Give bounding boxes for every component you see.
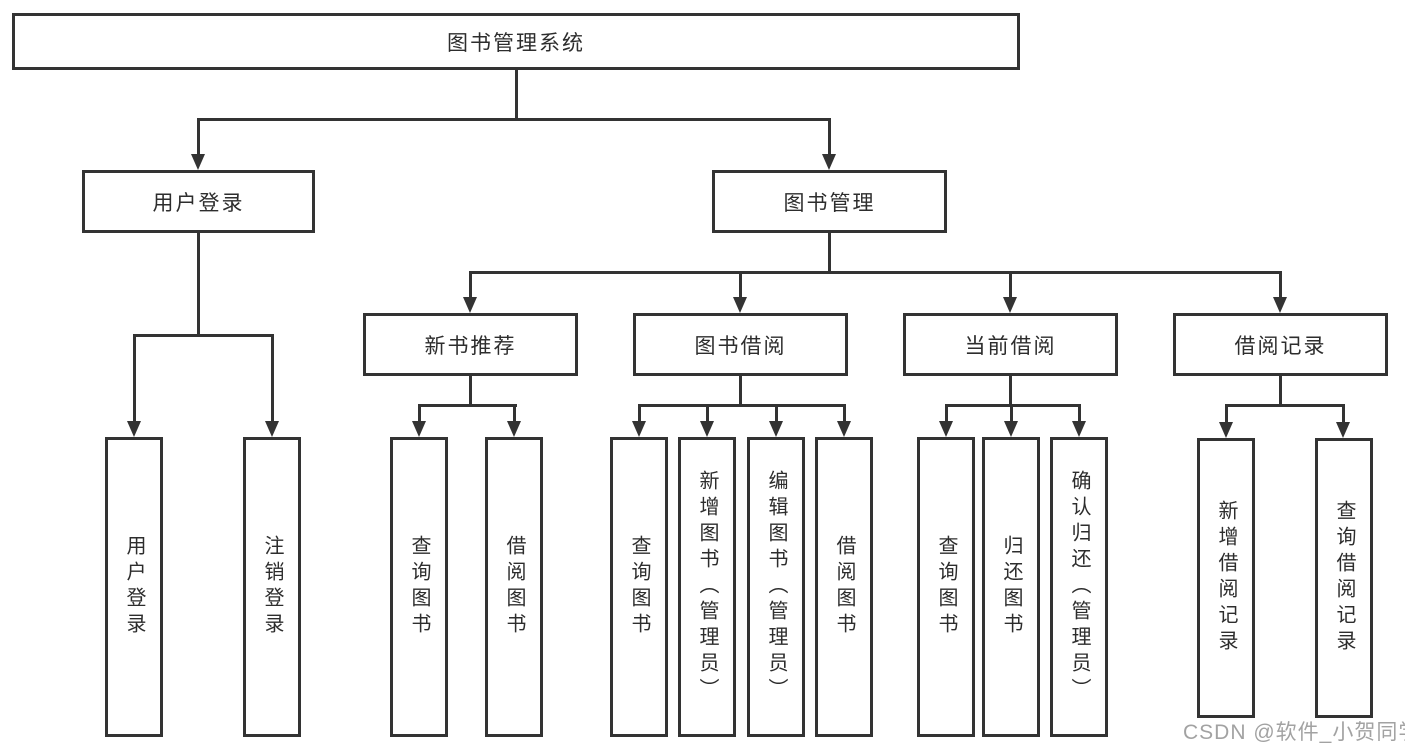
- leaf-add-book-admin-label: 新增图书（管理员）: [696, 470, 718, 704]
- leaf-query-book-recommend: 查询图书: [390, 437, 448, 737]
- arrowhead-confirm-return-admin: [1072, 421, 1086, 437]
- arrowhead-book-borrowing: [733, 297, 747, 313]
- leaf-user-login: 用户登录: [105, 437, 163, 737]
- connector-root-bracket: [197, 118, 831, 121]
- connector-drop-add-borrow-record: [1225, 404, 1228, 424]
- connector-drop-leaf-user-login: [133, 334, 136, 423]
- arrowhead-add-borrow-record: [1219, 422, 1233, 438]
- leaf-add-borrow-record: 新增借阅记录: [1197, 438, 1255, 718]
- leaf-confirm-return-admin-label: 确认归还（管理员）: [1068, 470, 1090, 704]
- connector-borrowing-records-bracket: [1225, 404, 1345, 407]
- csdn-watermark: CSDN @软件_小贺同学: [1183, 721, 1405, 744]
- connector-borrowing-records-stem: [1279, 376, 1282, 407]
- node-borrowing-records: 借阅记录: [1173, 313, 1388, 376]
- arrowhead-query-book-recommend: [412, 421, 426, 437]
- connector-drop-query-book-current: [945, 404, 948, 423]
- node-current-borrowing-label: 当前借阅: [964, 334, 1057, 358]
- arrowhead-return-book: [1004, 421, 1018, 437]
- node-new-book-recommend: 新书推荐: [363, 313, 578, 376]
- arrowhead-query-borrow-record: [1336, 422, 1350, 438]
- connector-drop-edit-book-admin: [775, 404, 778, 423]
- node-book-management: 图书管理: [712, 170, 947, 233]
- arrowhead-new-book-recommend: [463, 297, 477, 313]
- leaf-query-book-borrowing-label: 查询图书: [628, 535, 650, 639]
- node-root-label: 图书管理系统: [447, 31, 585, 55]
- connector-drop-user-login: [197, 118, 200, 156]
- connector-drop-query-borrow-record: [1342, 404, 1345, 424]
- connector-root-stem: [515, 70, 518, 120]
- leaf-query-book-current: 查询图书: [917, 437, 975, 737]
- node-book-borrowing: 图书借阅: [633, 313, 848, 376]
- leaf-borrow-book-recommend-label: 借阅图书: [503, 535, 525, 639]
- connector-drop-current-borrowing: [1009, 271, 1012, 299]
- connector-drop-borrow-book-recommend: [513, 404, 516, 423]
- connector-drop-borrow-book: [843, 404, 846, 423]
- connector-drop-leaf-logout: [271, 334, 274, 423]
- connector-drop-query-book-recommend: [418, 404, 421, 423]
- connector-book-management-bracket: [469, 271, 1282, 274]
- leaf-user-login-label: 用户登录: [123, 535, 145, 639]
- leaf-query-book-recommend-label: 查询图书: [408, 535, 430, 639]
- connector-book-management-stem: [828, 233, 831, 274]
- arrowhead-edit-book-admin: [769, 421, 783, 437]
- leaf-query-borrow-record-label: 查询借阅记录: [1333, 500, 1355, 656]
- node-user-login-label: 用户登录: [152, 191, 245, 215]
- connector-drop-add-book-admin: [706, 404, 709, 423]
- leaf-borrow-book-recommend: 借阅图书: [485, 437, 543, 737]
- arrowhead-user-login: [191, 154, 205, 170]
- leaf-edit-book-admin: 编辑图书（管理员）: [747, 437, 805, 737]
- arrowhead-borrow-book: [837, 421, 851, 437]
- connector-drop-confirm-return-admin: [1078, 404, 1081, 423]
- connector-new-book-recommend-stem: [469, 376, 472, 407]
- leaf-return-book-label: 归还图书: [1000, 535, 1022, 639]
- arrowhead-query-book-current: [939, 421, 953, 437]
- connector-drop-book-management: [828, 118, 831, 156]
- leaf-confirm-return-admin: 确认归还（管理员）: [1050, 437, 1108, 737]
- arrowhead-book-management: [822, 154, 836, 170]
- node-root-library-system: 图书管理系统: [12, 13, 1020, 70]
- connector-new-book-recommend-bracket: [418, 404, 517, 407]
- leaf-add-borrow-record-label: 新增借阅记录: [1215, 500, 1237, 656]
- arrowhead-leaf-user-login: [127, 421, 141, 437]
- connector-drop-new-book-recommend: [469, 271, 472, 299]
- leaf-logout-label: 注销登录: [261, 535, 283, 639]
- arrowhead-add-book-admin: [700, 421, 714, 437]
- connector-current-borrowing-bracket: [945, 404, 1081, 407]
- node-book-borrowing-label: 图书借阅: [694, 334, 787, 358]
- connector-drop-return-book: [1010, 404, 1013, 423]
- leaf-query-borrow-record: 查询借阅记录: [1315, 438, 1373, 718]
- arrowhead-borrow-book-recommend: [507, 421, 521, 437]
- leaf-query-book-current-label: 查询图书: [935, 535, 957, 639]
- node-borrowing-records-label: 借阅记录: [1234, 334, 1327, 358]
- connector-book-borrowing-stem: [739, 376, 742, 407]
- arrowhead-borrowing-records: [1273, 297, 1287, 313]
- arrowhead-current-borrowing: [1003, 297, 1017, 313]
- connector-book-borrowing-bracket: [638, 404, 846, 407]
- leaf-return-book: 归还图书: [982, 437, 1040, 737]
- leaf-query-book-borrowing: 查询图书: [610, 437, 668, 737]
- leaf-logout: 注销登录: [243, 437, 301, 737]
- node-current-borrowing: 当前借阅: [903, 313, 1118, 376]
- connector-drop-query-book-borrowing: [638, 404, 641, 423]
- arrowhead-leaf-logout: [265, 421, 279, 437]
- node-book-management-label: 图书管理: [783, 191, 876, 215]
- node-new-book-recommend-label: 新书推荐: [424, 334, 517, 358]
- connector-drop-book-borrowing: [739, 271, 742, 299]
- connector-user-login-bracket: [133, 334, 274, 337]
- leaf-edit-book-admin-label: 编辑图书（管理员）: [765, 470, 787, 704]
- leaf-add-book-admin: 新增图书（管理员）: [678, 437, 736, 737]
- connector-drop-borrowing-records: [1279, 271, 1282, 299]
- node-user-login: 用户登录: [82, 170, 315, 233]
- leaf-borrow-book-label: 借阅图书: [833, 535, 855, 639]
- leaf-borrow-book: 借阅图书: [815, 437, 873, 737]
- connector-current-borrowing-stem: [1009, 376, 1012, 407]
- arrowhead-query-book-borrowing: [632, 421, 646, 437]
- connector-user-login-stem: [197, 233, 200, 337]
